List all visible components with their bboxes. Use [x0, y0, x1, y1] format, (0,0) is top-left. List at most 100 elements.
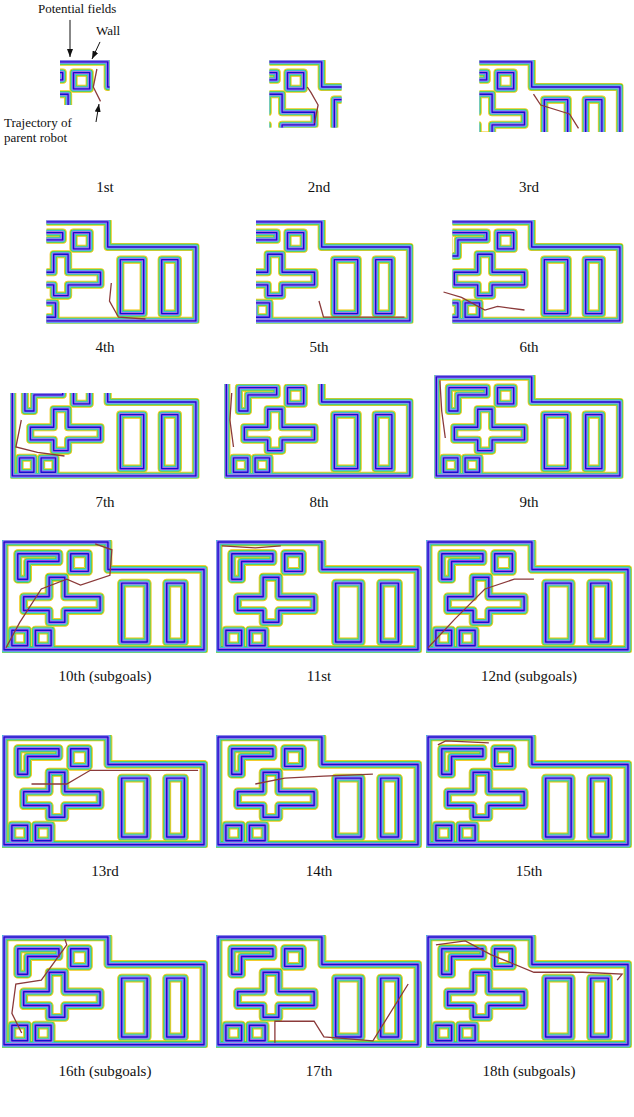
potential-field	[234, 458, 248, 472]
field-gap	[41, 458, 55, 472]
field-gap	[336, 583, 361, 642]
potential-field	[270, 62, 342, 128]
field-gap	[255, 458, 269, 472]
wall-path	[453, 222, 620, 321]
field-gap	[480, 62, 620, 132]
field-gap	[544, 260, 567, 314]
potential-field	[336, 978, 361, 1037]
field-gap	[4, 937, 204, 1045]
field-gap	[459, 1025, 475, 1041]
potential-field	[465, 303, 479, 317]
field-gap	[498, 388, 514, 404]
potential-field	[448, 772, 524, 817]
field-gap	[591, 778, 609, 837]
wall-path	[47, 303, 56, 317]
potential-field	[122, 583, 147, 642]
field-gap	[239, 388, 277, 411]
field-gap	[35, 825, 51, 841]
wall-path	[244, 409, 314, 450]
potential-field	[35, 630, 51, 646]
potential-field	[238, 577, 314, 622]
field-gap	[234, 458, 248, 472]
potential-field	[495, 554, 513, 572]
potential-field	[436, 1025, 452, 1041]
field-gap	[546, 778, 571, 837]
potential-field	[122, 778, 147, 837]
field-gap	[546, 583, 571, 642]
wall-path	[47, 222, 196, 321]
wall-path	[336, 583, 361, 642]
field-gap	[167, 583, 185, 642]
explored-area	[218, 542, 418, 650]
potential-field	[24, 772, 100, 817]
field-gap	[167, 978, 185, 1037]
potential-field	[226, 1025, 242, 1041]
field-gap	[495, 749, 513, 767]
potential-field	[453, 222, 620, 321]
field-gap	[334, 260, 357, 314]
field-gap	[226, 630, 242, 646]
potential-field	[495, 749, 513, 767]
panel-caption: 10th (subgoals)	[25, 668, 185, 685]
wall-path	[436, 630, 452, 646]
field-gap	[120, 260, 143, 314]
wall-path	[232, 749, 273, 774]
field-gap	[586, 100, 602, 132]
field-gap	[495, 749, 513, 767]
potential-field	[35, 825, 51, 841]
potential-field	[35, 1025, 51, 1041]
potential-field	[459, 630, 475, 646]
field-gap	[4, 737, 204, 845]
potential-field	[544, 415, 567, 469]
potential-field	[546, 978, 571, 1037]
wall-path	[20, 458, 34, 472]
potential-field	[376, 260, 392, 314]
field-gap	[381, 583, 399, 642]
map-panel	[428, 937, 628, 1045]
field-gap	[249, 825, 265, 841]
field-gap	[285, 949, 303, 967]
field-gap	[336, 583, 361, 642]
field-gap	[459, 825, 475, 841]
potential-field	[4, 542, 204, 650]
field-gap	[334, 415, 357, 469]
potential-field	[232, 554, 273, 579]
field-gap	[498, 233, 514, 249]
field-gap	[544, 415, 567, 469]
potential-field	[480, 62, 620, 132]
potential-field	[249, 630, 265, 646]
field-gap	[436, 825, 452, 841]
panel-caption: 18th (subgoals)	[449, 1063, 609, 1080]
potential-field	[120, 415, 143, 469]
field-gap	[270, 62, 342, 128]
field-gap	[218, 937, 418, 1045]
potential-field	[167, 778, 185, 837]
potential-field	[498, 73, 514, 89]
field-gap	[591, 978, 609, 1037]
field-gap	[586, 415, 602, 469]
potential-field	[454, 254, 524, 295]
panel-caption: 11st	[239, 668, 399, 685]
wall-path	[442, 949, 483, 974]
field-gap	[586, 415, 602, 469]
wall-path	[448, 972, 524, 1017]
wall-path	[256, 254, 314, 295]
field-gap	[498, 233, 514, 249]
field-gap	[586, 260, 602, 314]
wall-path	[586, 260, 602, 314]
potential-field	[453, 303, 458, 317]
potential-field	[270, 62, 342, 128]
potential-field	[226, 825, 242, 841]
field-gap	[376, 260, 392, 314]
field-gap	[12, 825, 28, 841]
potential-field	[60, 62, 110, 105]
potential-field	[255, 458, 269, 472]
potential-field	[24, 772, 100, 817]
potential-field	[381, 778, 399, 837]
potential-field	[334, 415, 357, 469]
field-gap	[436, 377, 620, 476]
field-gap	[120, 415, 143, 469]
potential-field	[226, 384, 410, 476]
field-gap	[238, 577, 314, 622]
field-gap	[495, 554, 513, 572]
